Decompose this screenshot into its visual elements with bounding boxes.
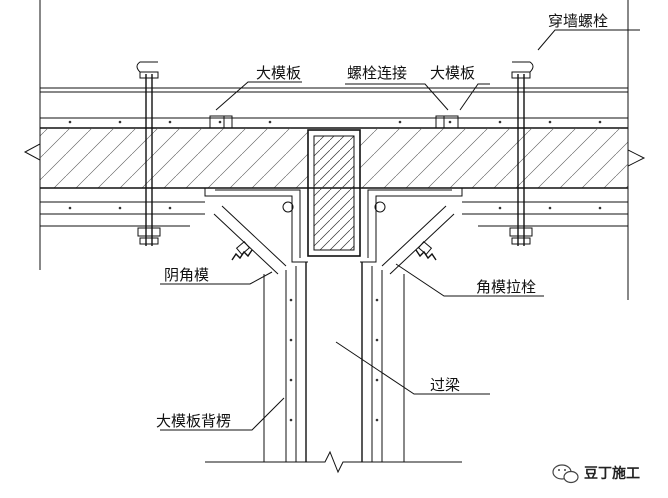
- through-wall-bolt-right: [509, 61, 534, 246]
- through-wall-bolt-left: [136, 61, 161, 246]
- top-formwork-plate: [40, 87, 628, 129]
- bolt-connection-right: [435, 115, 459, 129]
- label-large-formwork-left: 大模板: [256, 64, 301, 82]
- label-through-wall-bolt: 穿墙螺栓: [548, 12, 608, 30]
- lower-wall-formwork: [205, 262, 462, 474]
- watermark: 豆丁施工: [552, 464, 640, 484]
- lintel-column-section: [307, 129, 361, 257]
- inside-corner-form-left: [204, 188, 308, 275]
- corner-tie-bolt-left: [231, 241, 253, 261]
- wechat-icon: [552, 464, 579, 484]
- corner-tie-bolt-right: [415, 241, 437, 261]
- bottom-formwork-plate-left: [40, 187, 205, 227]
- leader-lines: [160, 29, 640, 431]
- label-inside-corner-form: 阴角模: [164, 266, 209, 284]
- label-formwork-back-ridge: 大模板背楞: [156, 412, 231, 430]
- inside-corner-form-right: [360, 188, 463, 275]
- label-lintel-beam: 过梁: [430, 376, 460, 394]
- label-large-formwork-right: 大模板: [430, 64, 475, 82]
- bolt-connection-left: [209, 115, 233, 129]
- label-bolt-connection: 螺栓连接: [347, 64, 407, 82]
- bottom-formwork-plate-right: [462, 187, 628, 227]
- formwork-dots: [68, 120, 602, 422]
- label-corner-form-tie-bolt: 角模拉栓: [476, 278, 536, 296]
- watermark-text: 豆丁施工: [584, 465, 640, 482]
